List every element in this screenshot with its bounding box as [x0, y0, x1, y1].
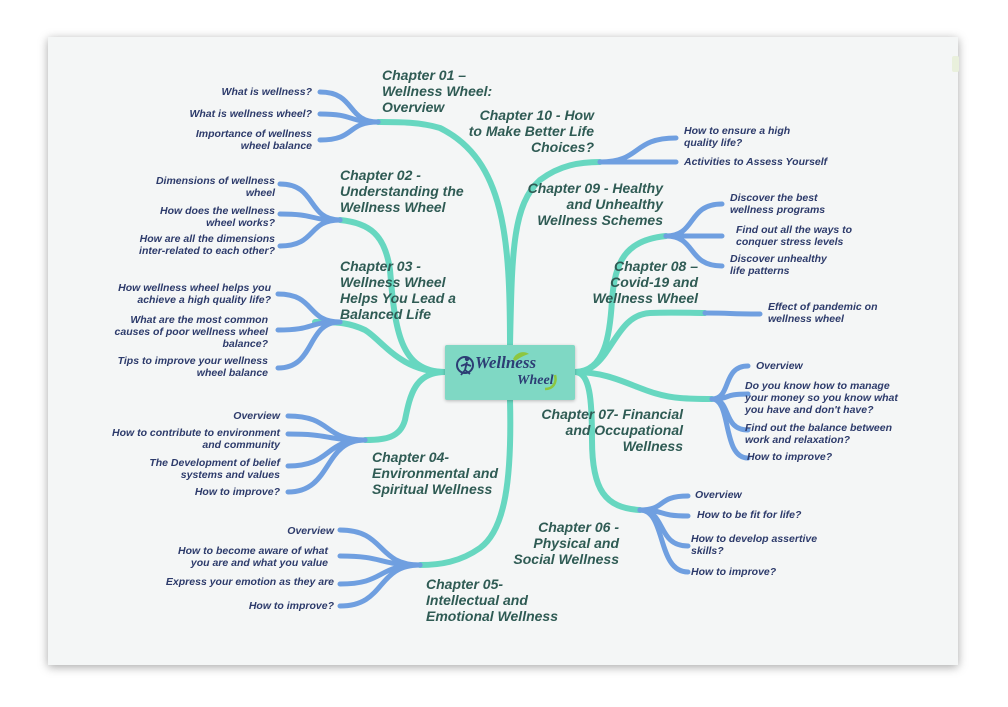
chapter-06-title[interactable]: Chapter 06 - Physical and Social Wellnes… [513, 519, 619, 567]
ch08-item-1[interactable]: Effect of pandemic on wellness wheel [768, 301, 878, 325]
ch09-topic-connector-1 [663, 201, 725, 239]
ch02-topic-connector-3 [277, 217, 343, 249]
chapter-05-title[interactable]: Chapter 05- Intellectual and Emotional W… [426, 576, 558, 624]
ch01-item-1[interactable]: What is wellness? [221, 86, 312, 98]
corner-mark [952, 56, 959, 72]
ch05-item-1[interactable]: Overview [287, 525, 334, 537]
ch05-topic-connector-4 [337, 562, 423, 609]
ch07-item-3[interactable]: Find out the balance between work and re… [745, 422, 893, 446]
ch06-topic-connector-4 [637, 507, 691, 575]
ch01-item-3[interactable]: Importance of wellness wheel balance [195, 128, 312, 152]
chapter-03-title[interactable]: Chapter 03 - Wellness Wheel Helps You Le… [340, 258, 456, 322]
ch09-topic-connector-3 [663, 233, 725, 269]
ch07-topic-connector-4 [709, 396, 751, 461]
ch01-branch [375, 119, 513, 348]
ch05-item-2[interactable]: How to become aware of what you are and … [178, 545, 328, 569]
ch06-item-3[interactable]: How to develop assertive skills? [691, 533, 818, 557]
chapter-08-title[interactable]: Chapter 08 – Covid-19 and Wellness Wheel [592, 258, 698, 306]
chapter-02-title[interactable]: Chapter 02 - Understanding the Wellness … [340, 167, 464, 215]
ch03-item-1[interactable]: How wellness wheel helps you achieve a h… [118, 282, 271, 306]
ch07-item-2[interactable]: Do you know how to manage your money so … [745, 380, 898, 416]
ch09-item-3[interactable]: Discover unhealthy life patterns [730, 253, 827, 277]
ch04-item-2[interactable]: How to contribute to environment and com… [112, 427, 280, 451]
ch04-branch [362, 369, 448, 443]
ch09-item-2[interactable]: Find out all the ways to conquer stress … [736, 224, 853, 248]
chapter-09-title[interactable]: Chapter 09 - Healthy and Unhealthy Welln… [527, 180, 663, 228]
ch05-branch [417, 397, 514, 568]
ch09-item-1[interactable]: Discover the best wellness programs [730, 192, 826, 216]
chapter-07-title[interactable]: Chapter 07- Financial and Occupational W… [541, 406, 683, 454]
ch10-branch [507, 159, 603, 348]
chapter-04-title[interactable]: Chapter 04- Environmental and Spiritual … [372, 449, 499, 497]
leaf-icon [513, 352, 529, 361]
ch07-item-1[interactable]: Overview [756, 360, 803, 372]
ch10-item-1[interactable]: How to ensure a high quality life? [684, 125, 791, 149]
ch08-topic-connector-1 [702, 310, 763, 317]
wellness-wheel-logo: Wellness Wheel [445, 345, 575, 400]
logo-title: Wellness [475, 353, 537, 372]
runner-icon [456, 352, 557, 391]
topic-branches [275, 89, 763, 609]
ch01-item-2[interactable]: What is wellness wheel? [189, 108, 312, 120]
ch02-item-3[interactable]: How are all the dimensions inter-related… [139, 233, 275, 257]
ch03-topic-connector-3 [275, 319, 343, 371]
chapter-10-title[interactable]: Chapter 10 - How to Make Better Life Cho… [468, 107, 594, 155]
ch06-item-4[interactable]: How to improve? [691, 566, 777, 578]
ch03-item-2[interactable]: What are the most common causes of poor … [114, 314, 268, 350]
ch09-branch [572, 233, 669, 375]
ch04-item-1[interactable]: Overview [233, 410, 280, 422]
ch02-branch [337, 217, 448, 375]
ch02-item-2[interactable]: How does the wellness wheel works? [160, 205, 275, 229]
chapter-01-title[interactable]: Chapter 01 – Wellness Wheel: Overview [382, 67, 493, 115]
ch02-item-1[interactable]: Dimensions of wellness wheel [155, 175, 275, 199]
chapter-branches [312, 119, 715, 568]
ch04-item-3[interactable]: The Development of belief systems and va… [149, 457, 280, 481]
ch10-item-2[interactable]: Activities to Assess Yourself [684, 156, 828, 168]
ch07-item-4[interactable]: How to improve? [747, 451, 833, 463]
ch06-item-2[interactable]: How to be fit for life? [697, 509, 802, 521]
ch03-branch [312, 319, 448, 375]
ch03-item-3[interactable]: Tips to improve your wellness wheel bala… [117, 355, 268, 379]
ch06-branch [572, 369, 643, 513]
ch01-topic-connector-3 [317, 119, 381, 143]
ch03-topic-connector-1 [275, 291, 343, 325]
logo-subtitle: Wheel [517, 373, 554, 388]
ch04-item-4[interactable]: How to improve? [194, 486, 280, 498]
ch10-topic-connector-1 [597, 135, 679, 165]
ch06-item-1[interactable]: Overview [695, 489, 742, 501]
ch04-topic-connector-4 [285, 437, 368, 495]
ch05-item-3[interactable]: Express your emotion as they are [165, 576, 334, 588]
ch07-branch [572, 369, 715, 402]
ch05-item-4[interactable]: How to improve? [248, 600, 334, 612]
